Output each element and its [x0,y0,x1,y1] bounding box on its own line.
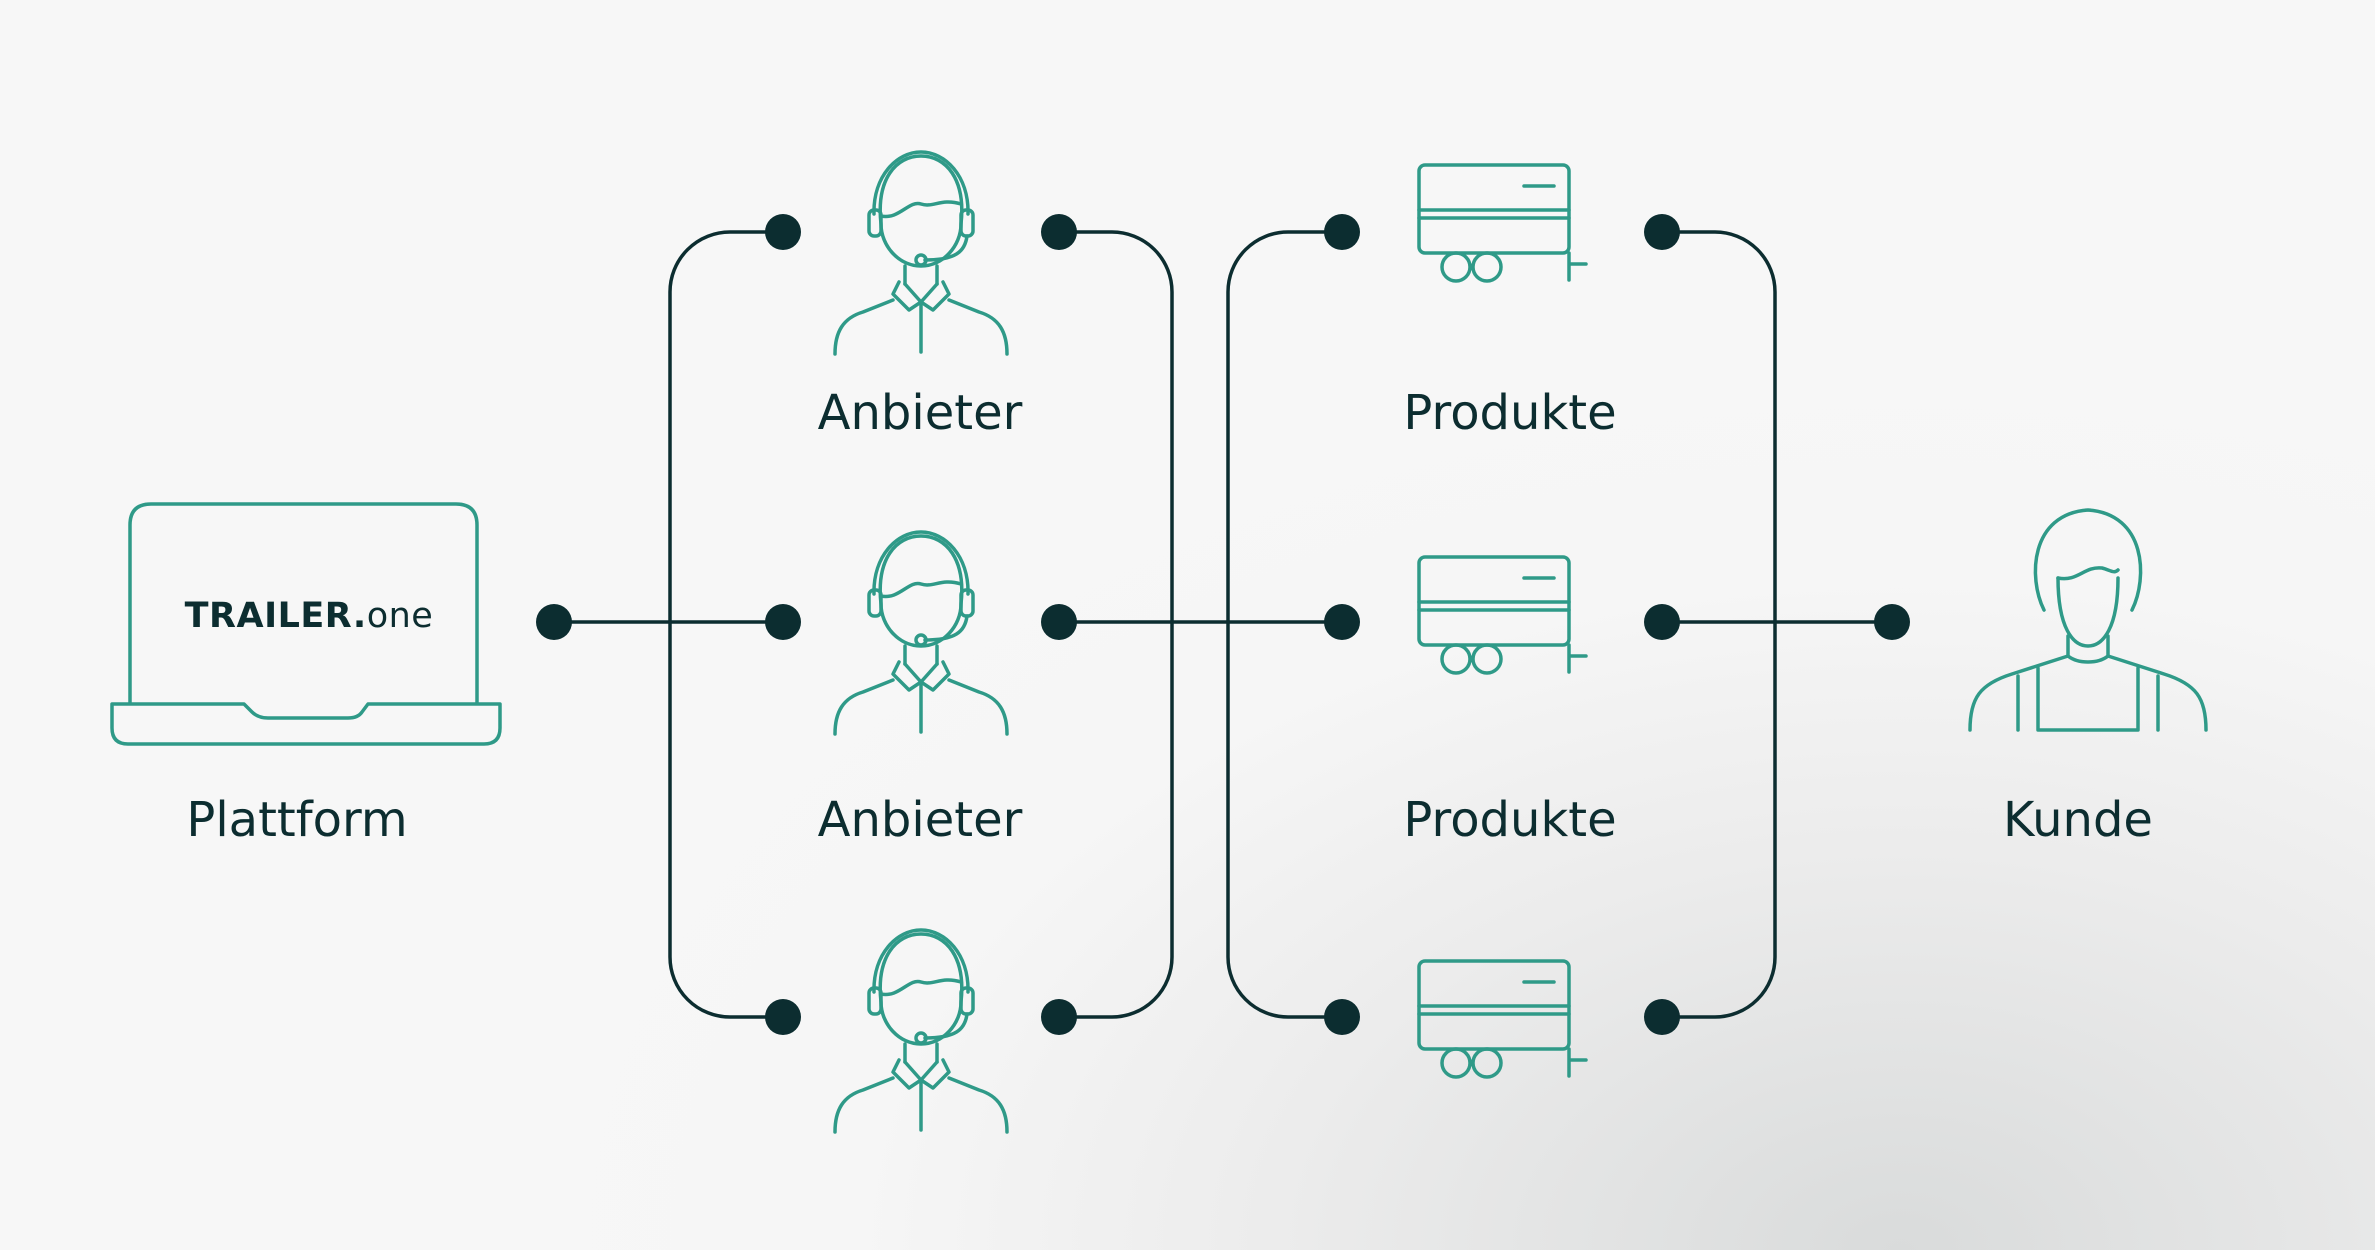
logo-strong-text: TRAILER. [184,596,367,636]
dot-product-top-right [1644,214,1680,250]
headset-agent-icon [833,150,1009,356]
laptop-icon [110,502,502,746]
logo-light-text: one [366,596,434,636]
trailer-icon [1417,555,1588,675]
bracket-products-right [1662,230,1777,1019]
dot-product-middle-right [1644,604,1680,640]
dot-product-bottom-right [1644,999,1680,1035]
label-product-middle: Produkte [1403,792,1617,848]
dot-product-bottom-left [1324,999,1360,1035]
bracket-products-left [1226,230,1342,1019]
bracket-providers-left [668,230,783,1019]
headset-agent-icon [833,530,1009,736]
customer-icon [1968,508,2208,732]
dot-provider-middle-left [765,604,801,640]
dot-product-middle-left [1324,604,1360,640]
headset-agent-icon [833,928,1009,1134]
dot-provider-bottom-right [1041,999,1077,1035]
label-platform: Plattform [186,792,408,848]
connector-lines [554,230,1892,1019]
connector-dots [536,214,1910,1035]
dot-provider-top-right [1041,214,1077,250]
label-customer: Kunde [2003,792,2153,848]
label-provider-middle: Anbieter [817,792,1023,848]
dot-platform [536,604,572,640]
dot-provider-bottom-left [765,999,801,1035]
dot-provider-middle-right [1041,604,1077,640]
trailer-icon [1417,163,1588,283]
trailer-icon [1417,959,1588,1079]
label-provider-top: Anbieter [817,385,1023,441]
trailer-one-logo: TRAILER.one [174,588,444,644]
label-product-top: Produkte [1403,385,1617,441]
bracket-providers-right [1059,230,1174,1019]
dot-product-top-left [1324,214,1360,250]
dot-customer [1874,604,1910,640]
dot-provider-top-left [765,214,801,250]
